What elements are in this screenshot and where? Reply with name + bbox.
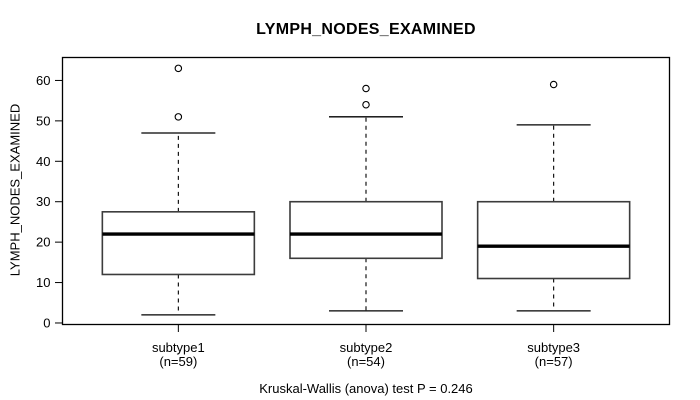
iqr-box	[101, 211, 256, 276]
y-tick-label: 0	[43, 315, 50, 330]
y-tick-label: 20	[36, 235, 50, 250]
y-axis-title: LYMPH_NODES_EXAMINED	[7, 103, 23, 277]
y-tick-label: 10	[36, 275, 50, 290]
y-tick-label: 60	[36, 73, 50, 88]
outlier-point	[362, 84, 370, 93]
outlier-point	[362, 100, 370, 109]
outlier-point	[174, 113, 183, 121]
box-group-subtype3: subtype3(n=57)	[476, 80, 631, 369]
y-tick-label: 30	[36, 194, 50, 209]
outlier-point	[549, 80, 558, 89]
outlier-point	[174, 64, 183, 73]
chart-title: LYMPH_NODES_EXAMINED	[256, 21, 476, 38]
y-axis: 0 10 20 30 40 50 60	[36, 73, 62, 330]
category-sublabel: (n=54)	[347, 354, 385, 369]
plot-frame	[61, 56, 671, 326]
category-sublabel: (n=59)	[159, 354, 197, 369]
y-tick-label: 40	[36, 154, 50, 169]
category-label: subtype3	[527, 340, 580, 355]
box-group-subtype1: subtype1(n=59)	[101, 64, 256, 369]
y-tick-label: 50	[36, 113, 50, 128]
kruskal-wallis-footer: Kruskal-Wallis (anova) test P = 0.246	[259, 381, 473, 396]
category-label: subtype1	[152, 340, 205, 355]
category-sublabel: (n=57)	[535, 354, 573, 369]
category-label: subtype2	[340, 340, 393, 355]
box-group-subtype2: subtype2(n=54)	[289, 84, 443, 369]
iqr-box	[476, 200, 631, 280]
iqr-box	[289, 200, 443, 260]
